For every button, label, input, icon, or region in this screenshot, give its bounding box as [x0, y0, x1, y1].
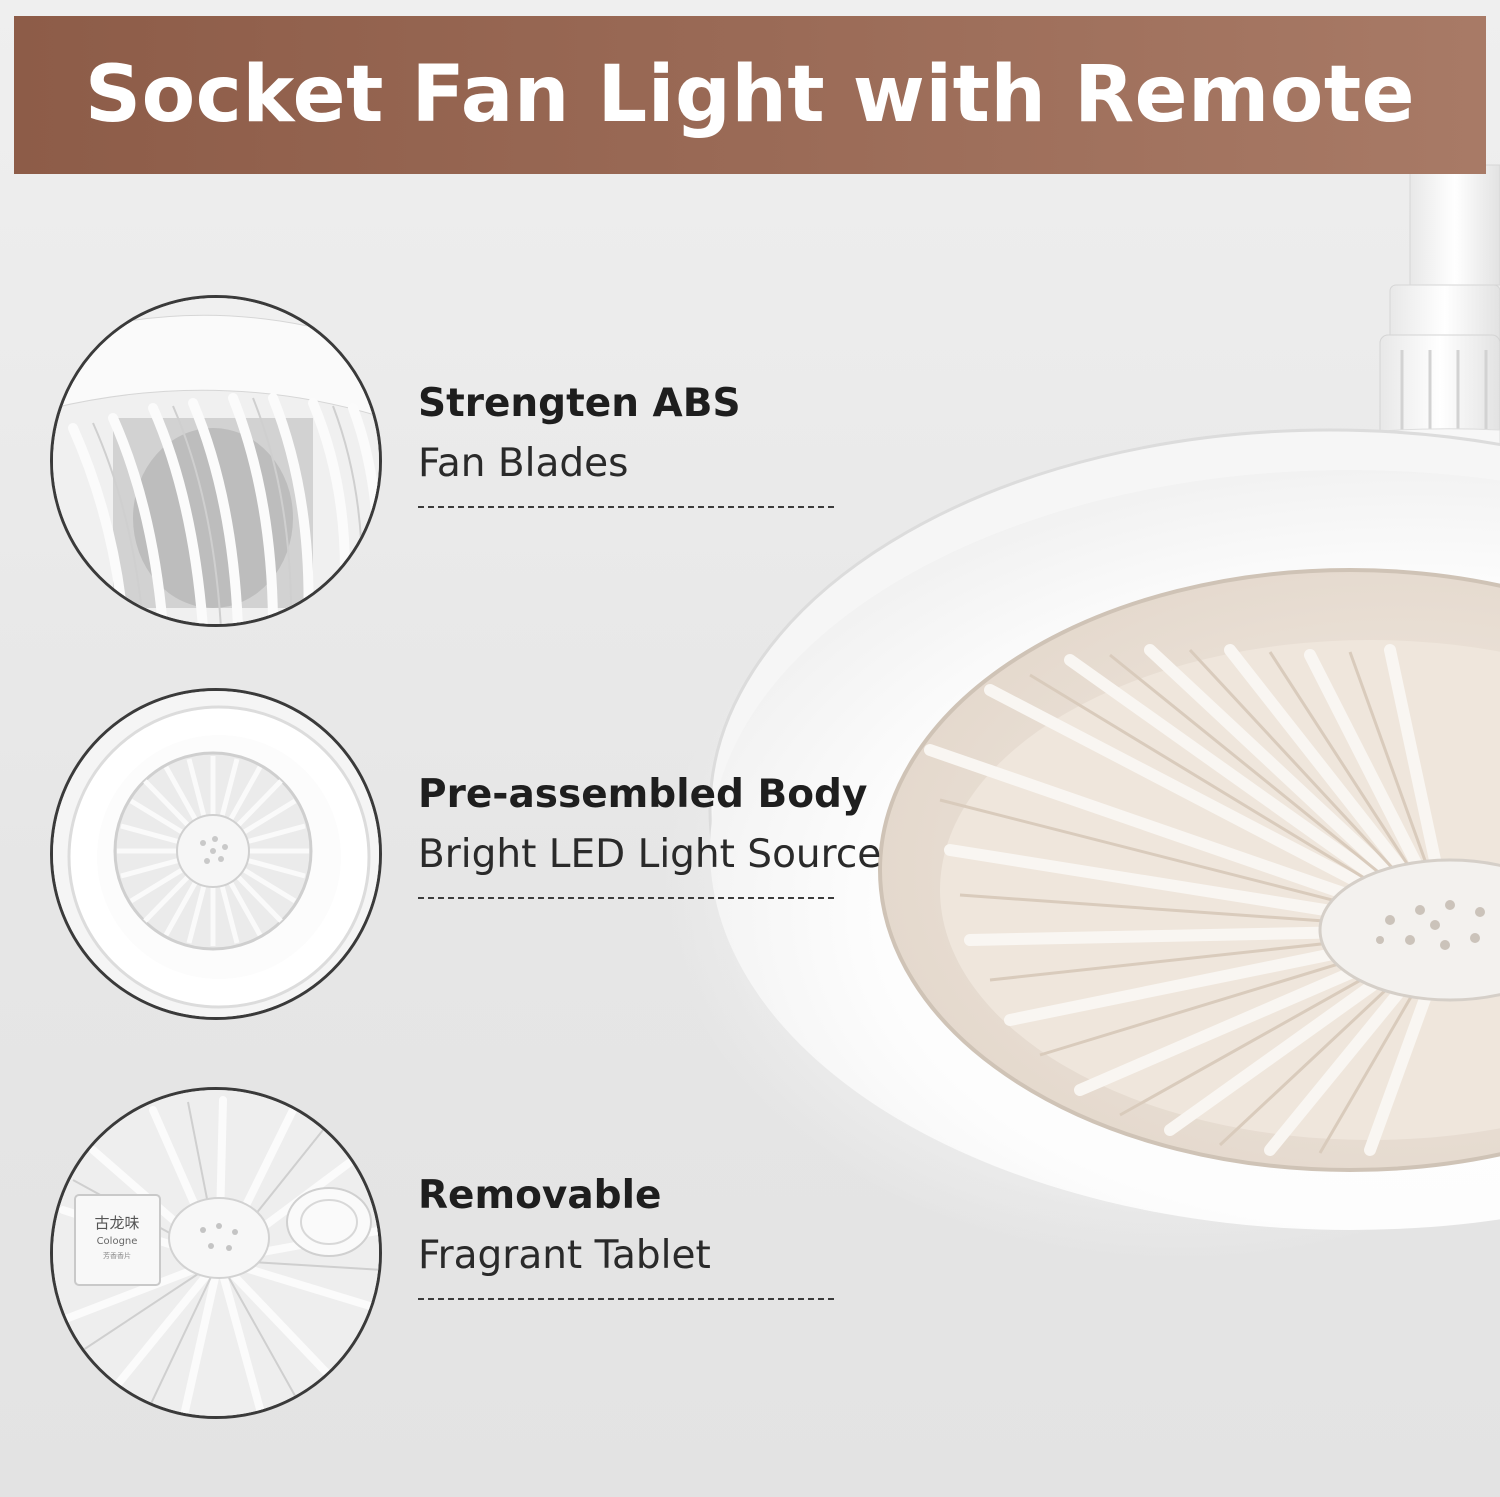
- feature-subtitle: Fan Blades: [418, 441, 629, 486]
- fragrant-tablet-image: 古龙味 Cologne 芳香香片: [50, 1087, 382, 1419]
- tablet-packet-brand: Cologne: [97, 1236, 138, 1247]
- tablet-packet-chinese: 古龙味: [94, 1214, 139, 1232]
- feature-subtitle: Bright LED Light Source: [418, 832, 882, 877]
- feature-subtitle: Fragrant Tablet: [418, 1233, 711, 1278]
- dashed-divider: [418, 1298, 834, 1300]
- feature-fragrant-tablet: Removable Fragrant Tablet: [418, 1172, 878, 1300]
- feature-led-body: Pre-assembled Body Bright LED Light Sour…: [418, 771, 882, 899]
- feature-heading: Pre-assembled Body: [418, 772, 868, 817]
- page-title: Socket Fan Light with Remote: [84, 50, 1416, 140]
- dashed-divider: [418, 897, 834, 899]
- tablet-packet-small-print: 芳香香片: [103, 1251, 131, 1260]
- feature-fan-blades: Strengten ABS Fan Blades: [418, 380, 878, 508]
- dashed-divider: [418, 506, 834, 508]
- fan-blades-closeup-image: [50, 295, 382, 627]
- feature-heading: Strengten ABS: [418, 381, 741, 426]
- feature-heading: Removable: [418, 1173, 662, 1218]
- header-banner: Socket Fan Light with Remote: [14, 16, 1486, 174]
- led-ring-fan-image: [50, 688, 382, 1020]
- fan-light-product-image: [708, 164, 1500, 1230]
